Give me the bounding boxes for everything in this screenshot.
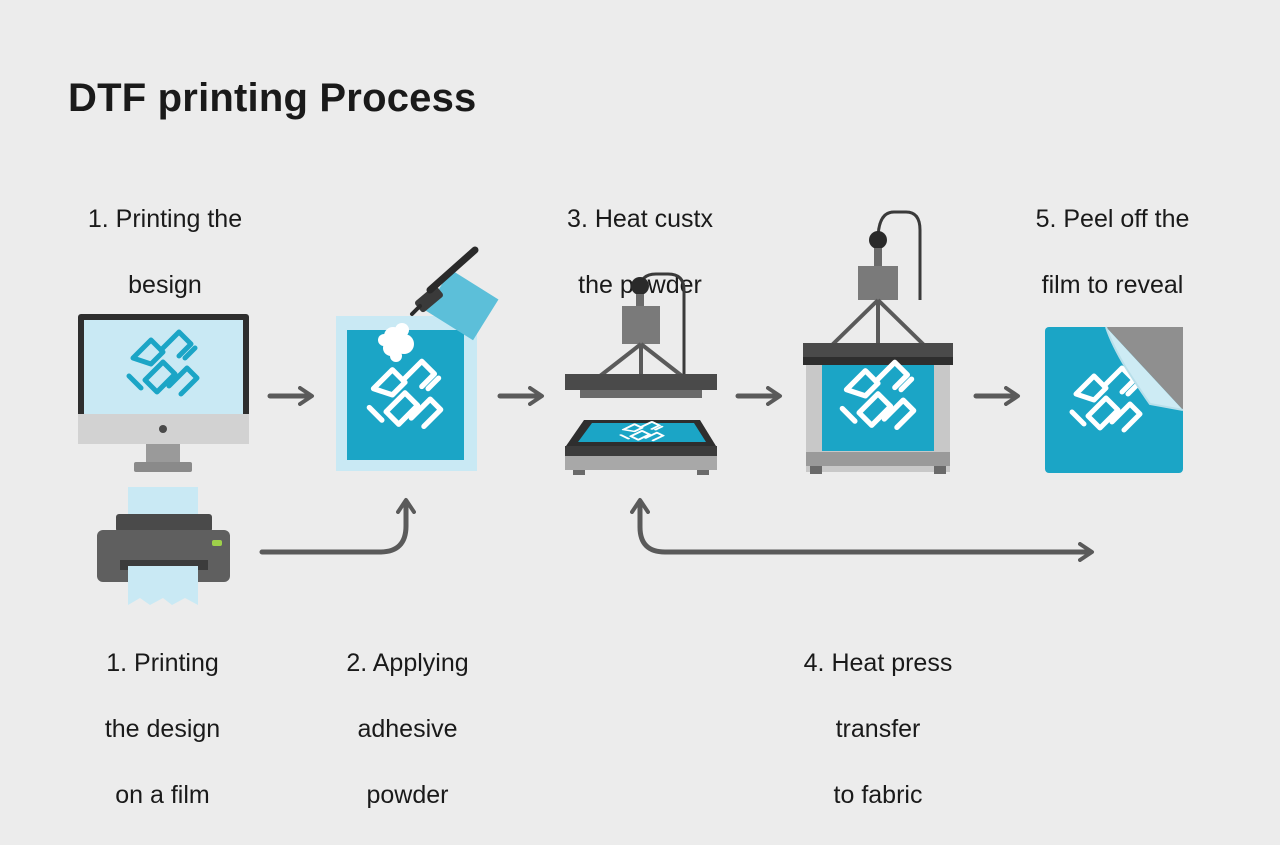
printer-icon: [97, 487, 230, 605]
powder-shaker-icon: [336, 246, 499, 471]
peeled-film-icon: [1045, 326, 1184, 473]
monitor-icon: [78, 314, 249, 472]
arrow-icon: [259, 498, 416, 555]
heat-press-closed-icon: [803, 210, 953, 474]
arrow-icon: [630, 498, 1087, 555]
diagram-title: DTF printing Process: [68, 76, 477, 120]
process-diagram: [78, 210, 1184, 605]
label-step3-top: 3. Heat custx the powder: [567, 205, 713, 299]
heat-press-open-icon: [565, 272, 717, 475]
label-step1-top: 1. Printing the besign: [87, 205, 243, 299]
